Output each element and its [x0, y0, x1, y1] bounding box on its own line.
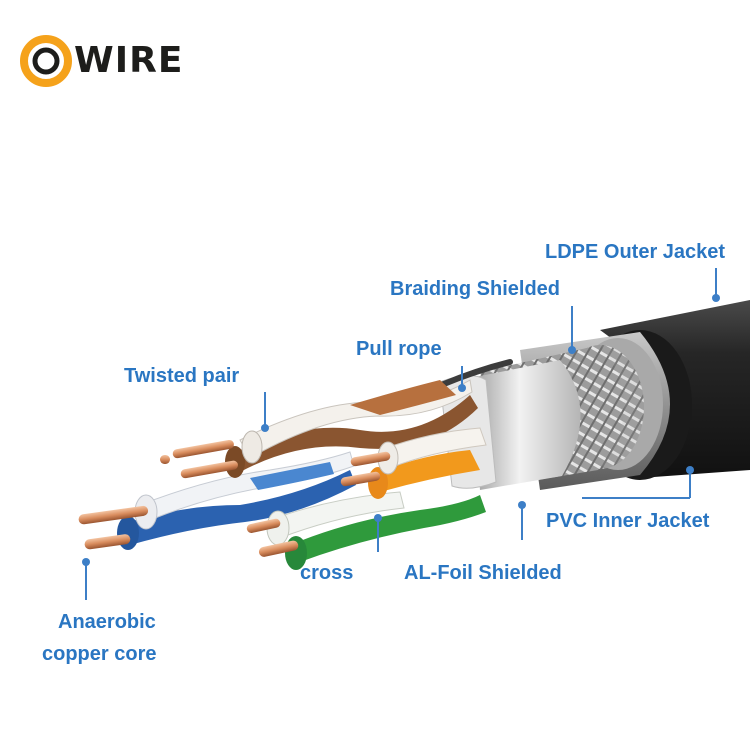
label-twisted-pair: Twisted pair [124, 365, 240, 387]
label-pull-rope: Pull rope [356, 338, 442, 360]
label-ldpe-outer-jacket: LDPE Outer Jacket [545, 241, 726, 263]
leader-dots [82, 294, 720, 566]
brand-logo-text: WIRE [74, 40, 184, 81]
copper-cores [78, 439, 391, 557]
label-al-foil-shielded: AL-Foil Shielded [404, 562, 562, 584]
o-ring-logo-icon [20, 35, 72, 87]
label-braiding-shielded: Braiding Shielded [390, 278, 561, 300]
blue-pair-shape [120, 451, 356, 545]
orange-pair-shape [370, 427, 487, 492]
label-cross: cross [300, 562, 354, 584]
leader-lines [85, 268, 717, 600]
label-anaerobic-copper-core-line2: copper core [42, 643, 157, 665]
brand-logo: WIRE [20, 34, 183, 88]
label-anaerobic-copper-core-line1: Anaerobic [58, 611, 156, 633]
label-pvc-inner-jacket: PVC Inner Jacket [546, 510, 710, 532]
brown-pair-shape [230, 379, 478, 472]
green-pair-shape [269, 491, 486, 562]
